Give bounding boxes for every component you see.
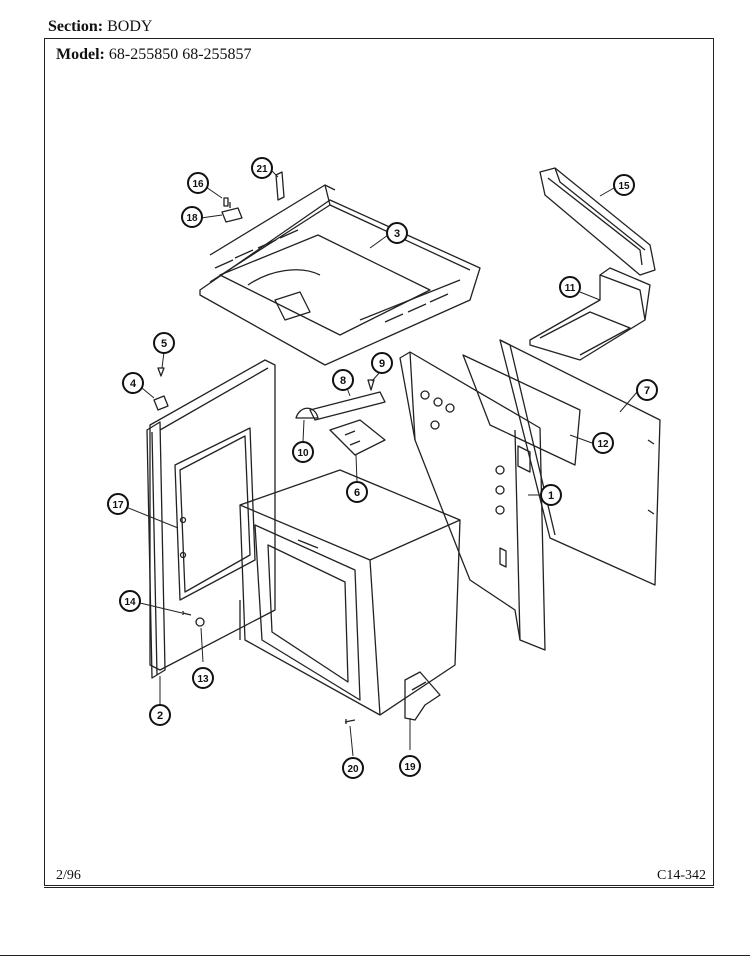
callout-17: 17 bbox=[107, 493, 129, 515]
callout-circle bbox=[332, 369, 354, 391]
part-back-panel bbox=[499, 339, 661, 586]
callout-circle bbox=[292, 441, 314, 463]
part-door-panel bbox=[146, 421, 166, 679]
callout-16: 16 bbox=[187, 172, 209, 194]
part-burner-box bbox=[199, 184, 481, 366]
part-bracket-21 bbox=[275, 171, 285, 201]
callout-number: 8 bbox=[340, 375, 346, 387]
callout-circle bbox=[122, 372, 144, 394]
callout-3: 3 bbox=[386, 222, 408, 244]
callout-number: 5 bbox=[161, 338, 167, 350]
frame-double-rule bbox=[44, 887, 714, 888]
part-screw-5 bbox=[157, 367, 165, 377]
callout-number: 13 bbox=[197, 674, 209, 685]
part-screw-16 bbox=[223, 197, 229, 207]
callout-number: 3 bbox=[394, 228, 400, 240]
callout-14: 14 bbox=[119, 590, 141, 612]
callout-circle bbox=[192, 667, 214, 689]
model-heading: Model: 68-255850 68-255857 bbox=[56, 46, 252, 64]
page-bottom-rule bbox=[0, 955, 750, 956]
page-code: C14-342 bbox=[657, 868, 706, 883]
callout-number: 17 bbox=[112, 500, 124, 511]
callout-18: 18 bbox=[181, 206, 203, 228]
callout-number: 18 bbox=[186, 213, 198, 224]
callout-21: 21 bbox=[251, 157, 273, 179]
part-insulation bbox=[462, 354, 581, 466]
section-value: BODY bbox=[107, 18, 153, 35]
callout-number: 19 bbox=[404, 762, 416, 773]
callout-number: 6 bbox=[354, 487, 360, 499]
part-clip-18 bbox=[221, 202, 243, 223]
callout-number: 14 bbox=[124, 597, 136, 608]
callout-19: 19 bbox=[399, 755, 421, 777]
callout-number: 15 bbox=[618, 181, 630, 192]
callout-number: 1 bbox=[548, 490, 554, 502]
callout-number: 2 bbox=[157, 710, 163, 722]
part-oven-liner bbox=[239, 469, 461, 716]
part-door-frame bbox=[149, 359, 276, 671]
callout-circle bbox=[386, 222, 408, 244]
callout-number: 9 bbox=[379, 358, 385, 370]
callout-number: 20 bbox=[347, 764, 359, 775]
part-screw-9 bbox=[367, 379, 375, 391]
diagram-frame bbox=[44, 38, 714, 886]
part-vent-duct bbox=[529, 267, 651, 361]
part-bumper-4 bbox=[153, 395, 169, 411]
part-link-8 bbox=[309, 391, 386, 421]
callout-2: 2 bbox=[149, 704, 171, 726]
callout-number: 11 bbox=[565, 283, 576, 294]
part-screw-20 bbox=[344, 719, 356, 724]
callout-circle bbox=[342, 757, 364, 779]
callout-number: 16 bbox=[192, 179, 204, 190]
callout-11: 11 bbox=[559, 276, 581, 298]
part-screw-14 bbox=[182, 611, 192, 616]
section-heading: Section: BODY bbox=[48, 18, 152, 36]
callout-5: 5 bbox=[153, 332, 175, 354]
callout-13: 13 bbox=[192, 667, 214, 689]
section-label: Section: bbox=[48, 18, 104, 35]
callout-number: 21 bbox=[256, 164, 268, 175]
part-latch-6 bbox=[329, 419, 386, 456]
part-vent-frame bbox=[539, 167, 656, 276]
callout-6: 6 bbox=[346, 481, 368, 503]
callout-number: 7 bbox=[644, 385, 650, 397]
part-hinge-19 bbox=[404, 671, 441, 721]
callout-number: 10 bbox=[297, 448, 309, 459]
callout-4: 4 bbox=[122, 372, 144, 394]
callout-circle bbox=[613, 174, 635, 196]
callout-20: 20 bbox=[342, 757, 364, 779]
callout-circle bbox=[559, 276, 581, 298]
callout-1: 1 bbox=[540, 484, 562, 506]
callout-number: 4 bbox=[130, 378, 137, 390]
part-side-panel bbox=[399, 351, 546, 651]
part-knob-10 bbox=[295, 407, 319, 419]
callout-number: 12 bbox=[597, 439, 609, 450]
callout-9: 9 bbox=[371, 352, 393, 374]
callout-10: 10 bbox=[292, 441, 314, 463]
callout-circle bbox=[371, 352, 393, 374]
callout-circle bbox=[153, 332, 175, 354]
callout-circle bbox=[636, 379, 658, 401]
model-label: Model: bbox=[56, 46, 105, 63]
callout-circle bbox=[187, 172, 209, 194]
callout-circle bbox=[107, 493, 129, 515]
callout-circle bbox=[149, 704, 171, 726]
model-value: 68-255850 68-255857 bbox=[108, 46, 252, 63]
callout-12: 12 bbox=[592, 432, 614, 454]
callout-circle bbox=[119, 590, 141, 612]
callout-circle bbox=[592, 432, 614, 454]
callout-circle bbox=[346, 481, 368, 503]
callout-circle bbox=[251, 157, 273, 179]
callout-circle bbox=[181, 206, 203, 228]
callout-circle bbox=[540, 484, 562, 506]
part-grommet-13 bbox=[195, 617, 205, 627]
callout-15: 15 bbox=[613, 174, 635, 196]
revision-date: 2/96 bbox=[56, 868, 81, 883]
callout-circle bbox=[399, 755, 421, 777]
callout-7: 7 bbox=[636, 379, 658, 401]
callout-8: 8 bbox=[332, 369, 354, 391]
